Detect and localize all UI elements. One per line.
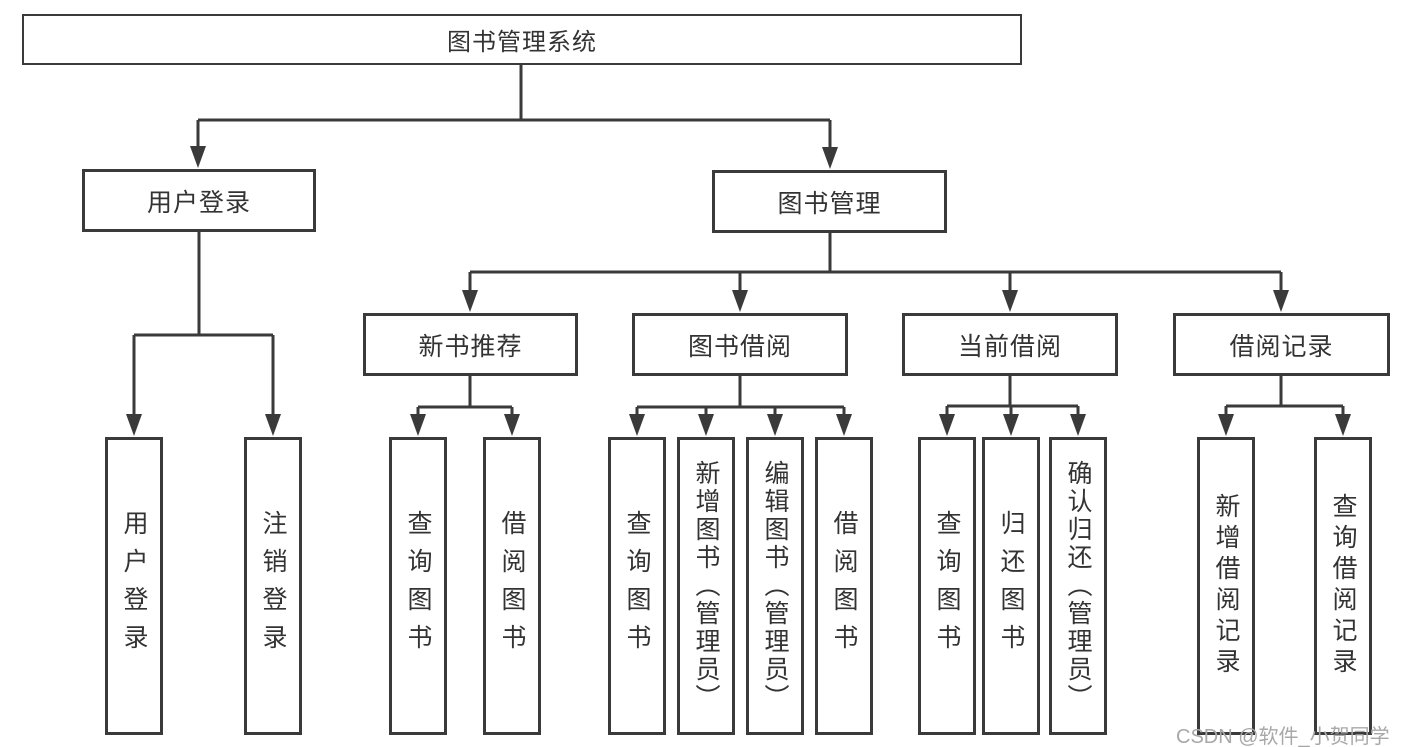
leaf-bb-edit-books-admin: 编辑图书（管理员） xyxy=(746,437,804,735)
leaf-bb-add-books-admin: 新增图书（管理员） xyxy=(677,437,735,735)
leaf-br-add-record: 新增借阅记录 xyxy=(1197,437,1255,735)
leaf-cb-confirm-return-admin-label: 确认归还（管理员） xyxy=(1064,460,1092,712)
leaf-logout-label: 注销登录 xyxy=(259,510,287,662)
leaf-cb-return-books: 归还图书 xyxy=(982,437,1040,735)
leaf-cb-query-books-label: 查询图书 xyxy=(933,510,961,662)
leaf-logout: 注销登录 xyxy=(244,437,302,735)
leaf-nb-borrow-books-label: 借阅图书 xyxy=(498,510,526,662)
node-book-borrowing: 图书借阅 xyxy=(632,313,848,376)
leaf-nb-borrow-books: 借阅图书 xyxy=(483,437,541,735)
leaf-bb-edit-books-admin-label: 编辑图书（管理员） xyxy=(761,460,789,712)
leaf-br-query-record: 查询借阅记录 xyxy=(1314,437,1372,735)
node-user-login: 用户登录 xyxy=(82,169,316,232)
node-current-borrowing: 当前借阅 xyxy=(902,313,1118,376)
node-library-management-system: 图书管理系统 xyxy=(22,14,1022,65)
leaf-nb-query-books-label: 查询图书 xyxy=(404,510,432,662)
leaf-bb-query-books-label: 查询图书 xyxy=(623,510,651,662)
leaf-cb-return-books-label: 归还图书 xyxy=(997,510,1025,662)
leaf-nb-query-books: 查询图书 xyxy=(389,437,447,735)
leaf-br-query-record-label: 查询借阅记录 xyxy=(1329,493,1357,679)
leaf-bb-add-books-admin-label: 新增图书（管理员） xyxy=(692,460,720,712)
leaf-bb-query-books: 查询图书 xyxy=(608,437,666,735)
node-borrowing-records: 借阅记录 xyxy=(1173,313,1390,376)
csdn-watermark: CSDN @软件_小贺同学 xyxy=(1176,726,1390,747)
node-book-management: 图书管理 xyxy=(712,170,947,233)
leaf-user-login: 用户登录 xyxy=(105,437,163,735)
leaf-bb-borrow-books-label: 借阅图书 xyxy=(830,510,858,662)
node-new-book-recommend: 新书推荐 xyxy=(363,313,578,376)
leaf-user-login-label: 用户登录 xyxy=(120,510,148,662)
leaf-cb-query-books: 查询图书 xyxy=(918,437,976,735)
leaf-cb-confirm-return-admin: 确认归还（管理员） xyxy=(1049,437,1107,735)
leaf-br-add-record-label: 新增借阅记录 xyxy=(1212,493,1240,679)
leaf-bb-borrow-books: 借阅图书 xyxy=(815,437,873,735)
